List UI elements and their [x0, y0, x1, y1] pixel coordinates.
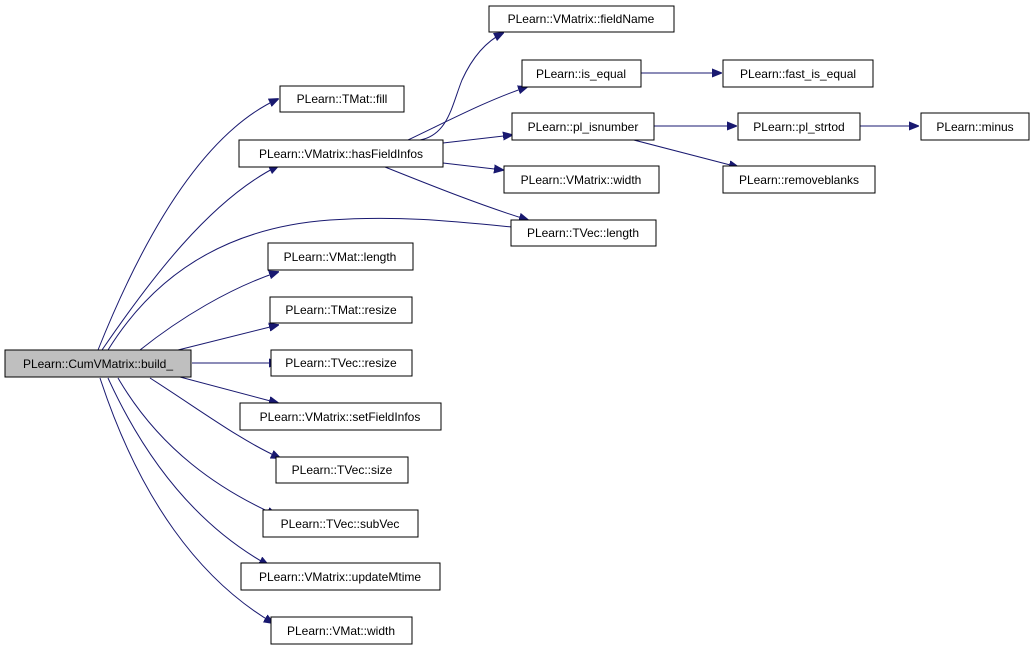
node-label: PLearn::VMat::width — [287, 624, 395, 638]
node-label: PLearn::TMat::fill — [297, 92, 388, 106]
edges — [97, 33, 918, 623]
node-removeblanks[interactable]: PLearn::removeblanks — [722, 165, 876, 194]
edge-build-to-vmat-length — [139, 272, 278, 351]
node-label: PLearn::removeblanks — [739, 173, 859, 187]
node-label: PLearn::VMatrix::width — [521, 173, 642, 187]
node-minus[interactable]: PLearn::minus — [920, 112, 1030, 141]
node-label: PLearn::pl_strtod — [753, 120, 844, 134]
node-pl-isnumber[interactable]: PLearn::pl_isnumber — [511, 112, 655, 141]
node-root[interactable]: PLearn::CumVMatrix::build_ — [4, 349, 192, 378]
node-label: PLearn::TVec::size — [292, 463, 393, 477]
node-label: PLearn::VMatrix::hasFieldInfos — [259, 147, 423, 161]
node-vmatrix-hasfieldinfos[interactable]: PLearn::VMatrix::hasFieldInfos — [238, 139, 444, 168]
node-label: PLearn::VMatrix::fieldName — [508, 12, 655, 26]
node-vmatrix-setfieldinfos[interactable]: PLearn::VMatrix::setFieldInfos — [239, 402, 442, 431]
node-is-equal[interactable]: PLearn::is_equal — [521, 59, 642, 88]
edge-hasfieldinfos-to-fieldname — [419, 33, 503, 141]
node-label: PLearn::VMatrix::updateMtime — [259, 570, 421, 584]
node-label: PLearn::VMatrix::setFieldInfos — [260, 410, 421, 424]
edge-pl-isnumber-to-removeblanks — [629, 138, 738, 167]
edge-build-to-tmat-resize — [177, 325, 278, 351]
node-vmatrix-updatemtime[interactable]: PLearn::VMatrix::updateMtime — [240, 562, 441, 591]
node-tmat-fill[interactable]: PLearn::TMat::fill — [279, 85, 405, 113]
node-fast-is-equal[interactable]: PLearn::fast_is_equal — [722, 59, 874, 88]
node-vmatrix-width[interactable]: PLearn::VMatrix::width — [503, 165, 660, 194]
edge-build-to-tvec-length — [107, 217, 522, 351]
node-pl-strtod[interactable]: PLearn::pl_strtod — [737, 112, 861, 141]
node-label: PLearn::pl_isnumber — [528, 120, 639, 134]
edge-build-to-updatemtime — [107, 377, 268, 565]
node-label: PLearn::VMat::length — [284, 250, 397, 264]
node-label: PLearn::TMat::resize — [285, 303, 397, 317]
node-vmat-width[interactable]: PLearn::VMat::width — [270, 616, 413, 645]
node-label: PLearn::CumVMatrix::build_ — [23, 357, 173, 371]
edge-build-to-tvec-size — [149, 377, 280, 458]
node-vmatrix-fieldname[interactable]: PLearn::VMatrix::fieldName — [488, 5, 675, 33]
edge-build-to-vmat-width — [99, 377, 273, 623]
edge-build-to-tmat-fill — [97, 99, 278, 351]
node-tvec-resize[interactable]: PLearn::TVec::resize — [270, 349, 413, 377]
node-label: PLearn::TVec::length — [527, 226, 639, 240]
node-tvec-size[interactable]: PLearn::TVec::size — [275, 456, 409, 484]
edge-build-to-tvec-subvec — [117, 377, 276, 515]
node-tvec-subvec[interactable]: PLearn::TVec::subVec — [262, 509, 419, 538]
node-label: PLearn::minus — [936, 120, 1013, 134]
node-tvec-length[interactable]: PLearn::TVec::length — [510, 219, 657, 247]
edge-hasfieldinfos-to-vmatrix-width — [442, 162, 503, 170]
node-label: PLearn::TVec::subVec — [281, 517, 400, 531]
node-vmat-length[interactable]: PLearn::VMat::length — [267, 242, 414, 271]
node-label: PLearn::fast_is_equal — [740, 67, 856, 81]
edge-hasfieldinfos-to-is-equal — [407, 87, 527, 141]
edge-hasfieldinfos-to-tvec-length — [384, 166, 528, 220]
edge-hasfieldinfos-to-pl-isnumber — [442, 135, 512, 144]
edge-build-to-hasfieldinfos — [101, 166, 278, 351]
edge-build-to-setfieldinfos — [179, 376, 278, 403]
node-tmat-resize[interactable]: PLearn::TMat::resize — [269, 296, 413, 324]
node-label: PLearn::TVec::resize — [285, 356, 397, 370]
node-label: PLearn::is_equal — [536, 67, 626, 81]
